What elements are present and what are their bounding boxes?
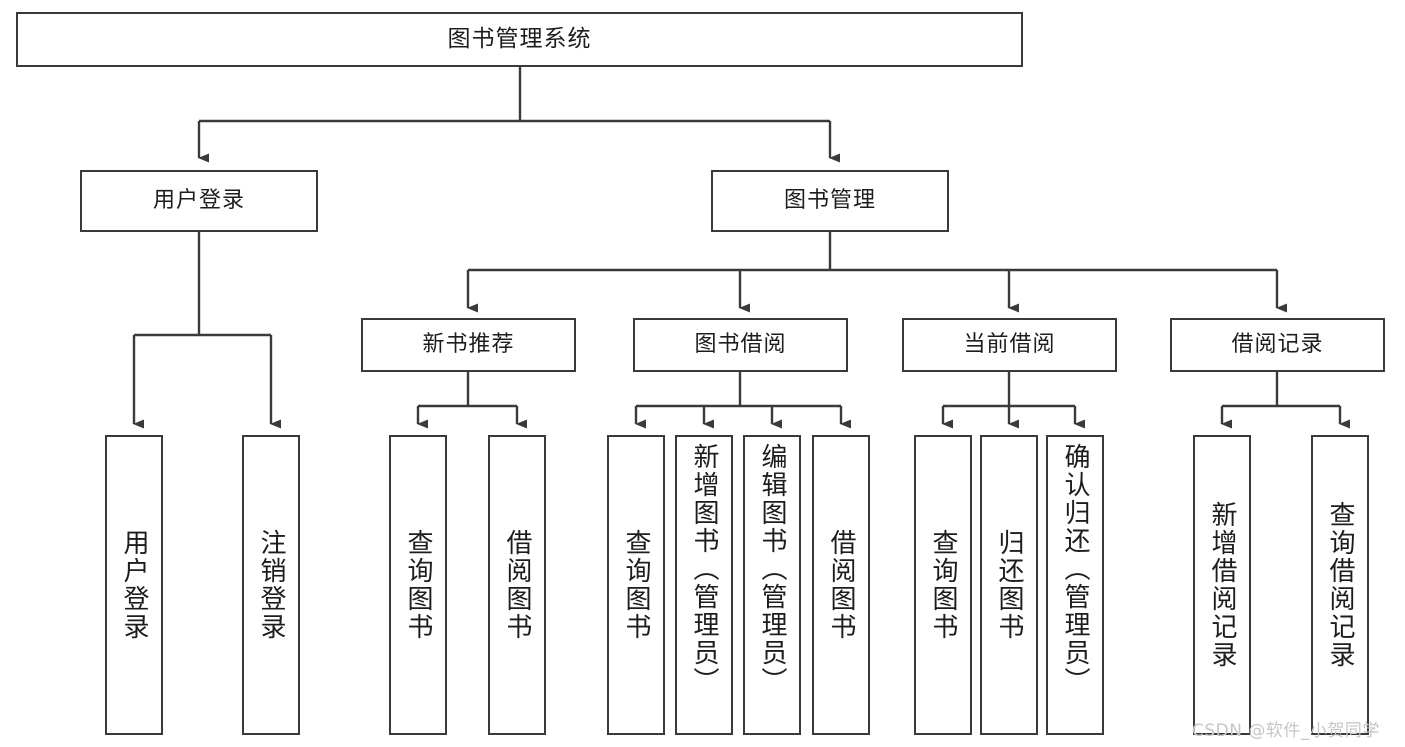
node-label: 新书推荐 — [422, 332, 515, 358]
node-label: 确认归还（管理员） — [1060, 443, 1090, 695]
node-borrow-records[interactable]: 借阅记录 — [1170, 318, 1385, 372]
node-label: 归还图书 — [994, 529, 1024, 641]
node-label: 图书借阅 — [694, 332, 787, 358]
leaf-confirm-return-admin[interactable]: 确认归还（管理员） — [1046, 435, 1104, 735]
node-book-borrow[interactable]: 图书借阅 — [633, 318, 848, 372]
node-label: 查询借阅记录 — [1325, 501, 1355, 669]
node-label: 查询图书 — [621, 529, 651, 641]
node-label: 查询图书 — [928, 529, 958, 641]
node-label: 查询图书 — [403, 529, 433, 641]
node-user-login[interactable]: 用户登录 — [80, 170, 318, 232]
leaf-borrow-book-recommend[interactable]: 借阅图书 — [488, 435, 546, 735]
leaf-borrow-book[interactable]: 借阅图书 — [812, 435, 870, 735]
node-root-system[interactable]: 图书管理系统 — [16, 12, 1023, 67]
leaf-add-borrow-record[interactable]: 新增借阅记录 — [1193, 435, 1251, 735]
node-label: 编辑图书（管理员） — [757, 443, 787, 695]
leaf-query-book-recommend[interactable]: 查询图书 — [389, 435, 447, 735]
leaf-return-book[interactable]: 归还图书 — [980, 435, 1038, 735]
csdn-watermark: CSDN @软件_小贺同学 — [1192, 721, 1380, 741]
node-current-borrow[interactable]: 当前借阅 — [902, 318, 1117, 372]
leaf-query-book-borrow[interactable]: 查询图书 — [607, 435, 665, 735]
node-label: 新增借阅记录 — [1207, 501, 1237, 669]
node-label: 借阅记录 — [1231, 332, 1324, 358]
node-new-book-recommend[interactable]: 新书推荐 — [361, 318, 576, 372]
node-label: 借阅图书 — [502, 529, 532, 641]
leaf-logout[interactable]: 注销登录 — [242, 435, 300, 735]
node-label: 图书管理系统 — [447, 25, 592, 52]
leaf-query-borrow-record[interactable]: 查询借阅记录 — [1311, 435, 1369, 735]
node-label: 当前借阅 — [963, 332, 1056, 358]
node-label: 新增图书（管理员） — [689, 443, 719, 695]
node-label: 借阅图书 — [826, 529, 856, 641]
node-label: 注销登录 — [256, 529, 286, 641]
leaf-query-book-current[interactable]: 查询图书 — [914, 435, 972, 735]
leaf-user-login[interactable]: 用户登录 — [105, 435, 163, 735]
leaf-edit-book-admin[interactable]: 编辑图书（管理员） — [743, 435, 801, 735]
node-label: 用户登录 — [152, 188, 245, 214]
node-label: 图书管理 — [783, 188, 876, 214]
node-label: 用户登录 — [119, 529, 149, 641]
node-book-management[interactable]: 图书管理 — [711, 170, 949, 232]
leaf-add-book-admin[interactable]: 新增图书（管理员） — [675, 435, 733, 735]
